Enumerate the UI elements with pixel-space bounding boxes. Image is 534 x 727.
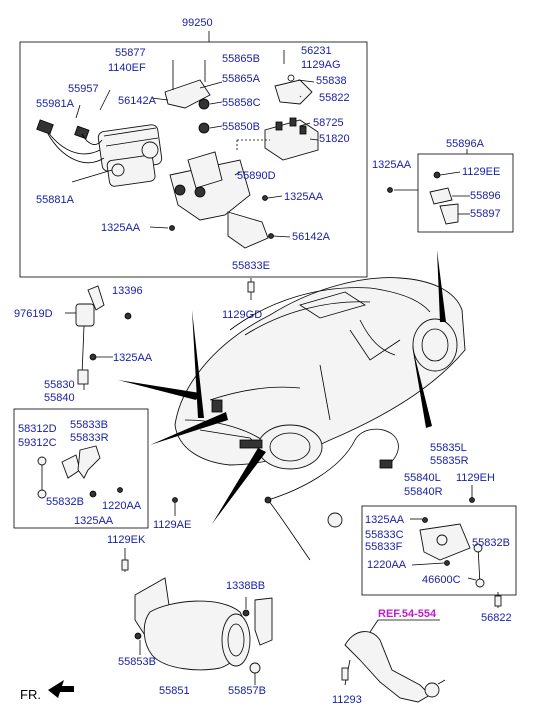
label-1325AA-link: 1325AA <box>74 515 114 527</box>
label-1129AG: 1129AG <box>301 59 341 71</box>
label-99250: 99250 <box>182 17 213 29</box>
label-1140EF: 1140EF <box>108 62 146 74</box>
label-51820: 51820 <box>319 133 350 145</box>
label-55890D: 55890D <box>237 170 276 182</box>
label-55835R: 55835R <box>430 455 469 467</box>
mount-bracket <box>169 151 269 249</box>
label-55840R: 55840R <box>404 486 443 498</box>
label-13396: 13396 <box>112 285 143 297</box>
sensor-harness: 55835L 55835R <box>264 428 469 561</box>
label-55957: 55957 <box>68 83 99 95</box>
label-55896A: 55896A <box>446 138 485 150</box>
label-1129EK: 1129EK <box>107 534 146 546</box>
label-55865B: 55865B <box>222 53 260 65</box>
label-55853B: 55853B <box>118 656 156 668</box>
label-1325AA-rear: 1325AA <box>365 514 405 526</box>
label-55832B-right: 55832B <box>472 537 510 549</box>
label-1325AA-sensor-front: 1325AA <box>113 352 153 364</box>
upper-bracket <box>164 50 313 134</box>
callout-wedges <box>118 250 446 524</box>
bracket-sensor-frame <box>417 153 514 233</box>
label-56142A-upper: 56142A <box>118 95 157 107</box>
label-1325AA-right: 1325AA <box>284 191 324 203</box>
label-55838: 55838 <box>316 75 347 87</box>
label-55896: 55896 <box>470 190 501 202</box>
label-55833C: 55833C <box>365 529 404 541</box>
label-56142A-lower: 56142A <box>292 231 331 243</box>
label-1220AA-left: 1220AA <box>102 500 142 512</box>
label-55865A: 55865A <box>222 73 261 85</box>
label-55897: 55897 <box>470 208 501 220</box>
label-55832B-left: 55832B <box>46 496 84 508</box>
leader-lines <box>71 79 319 238</box>
vehicle-body <box>174 277 466 470</box>
control-arm-group: REF.54-554 11293 <box>332 608 446 706</box>
bolt-56822: 56822 <box>481 592 512 624</box>
label-55840: 55840 <box>44 392 75 404</box>
compressor-harness <box>36 119 105 163</box>
front-link-group: 58312D 59312C 55833B 55833R 55832B 1220A… <box>13 408 191 531</box>
label-55833E: 55833E <box>232 260 270 272</box>
label-59312C: 59312C <box>18 437 57 449</box>
rear-link-frame <box>361 505 517 596</box>
label-1129AE: 1129AE <box>153 519 191 531</box>
label-55833B: 55833B <box>70 419 108 431</box>
label-55881A: 55881A <box>36 194 75 206</box>
front-link-frame <box>13 408 149 529</box>
bolt-1129GD: 1129GD <box>222 278 262 321</box>
label-1129EE: 1129EE <box>462 166 500 178</box>
front-direction-indicator: FR. <box>20 680 74 702</box>
label-55981A: 55981A <box>36 98 75 110</box>
air-compressor <box>97 124 163 187</box>
label-1220AA-right: 1220AA <box>367 559 407 571</box>
label-1325AA-left: 1325AA <box>101 222 141 234</box>
label-55833F: 55833F <box>365 541 403 553</box>
front-label: FR. <box>20 687 41 702</box>
label-55850B: 55850B <box>222 121 260 133</box>
compressor-assembly-group: 99250 55877 1140EF 55865B 56231 1129AG 5… <box>19 17 368 278</box>
label-46600C: 46600C <box>422 574 461 586</box>
label-58312D: 58312D <box>18 423 57 435</box>
label-1325AA-sensor: 1325AA <box>372 159 412 171</box>
height-sensor-front: 97619D 13396 1325AA 55830 55840 <box>14 285 153 404</box>
bracket-sensor-group: 55896A 1325AA 1129EE 55896 55897 <box>372 138 514 233</box>
label-97619D: 97619D <box>14 308 53 320</box>
label-55851: 55851 <box>159 685 190 697</box>
ref-label[interactable]: REF.54-554 <box>378 608 437 620</box>
label-1129EH: 1129EH <box>456 472 495 484</box>
label-55833R: 55833R <box>70 432 109 444</box>
label-55840L: 55840L <box>404 472 441 484</box>
label-56822: 56822 <box>481 612 512 624</box>
label-55822: 55822 <box>319 92 350 104</box>
label-56231: 56231 <box>301 45 332 57</box>
rear-link-group: 55840L 55840R 1129EH 1325AA 55833C 55833… <box>361 472 517 596</box>
valve-block <box>264 117 319 161</box>
air-tank-group: 1129EK 1338BB 55853B 55851 55857B <box>107 534 273 697</box>
label-55830: 55830 <box>44 379 75 391</box>
label-55835L: 55835L <box>430 442 467 454</box>
label-1338BB: 1338BB <box>226 580 265 592</box>
compressor-assembly-frame <box>19 41 368 278</box>
label-11293: 11293 <box>332 694 362 706</box>
label-55858C: 55858C <box>222 97 261 109</box>
label-1129GD: 1129GD <box>222 309 262 321</box>
label-55857B: 55857B <box>228 685 266 697</box>
label-58725: 58725 <box>313 117 344 129</box>
label-55877: 55877 <box>115 47 146 59</box>
arrow-icon <box>48 680 74 698</box>
